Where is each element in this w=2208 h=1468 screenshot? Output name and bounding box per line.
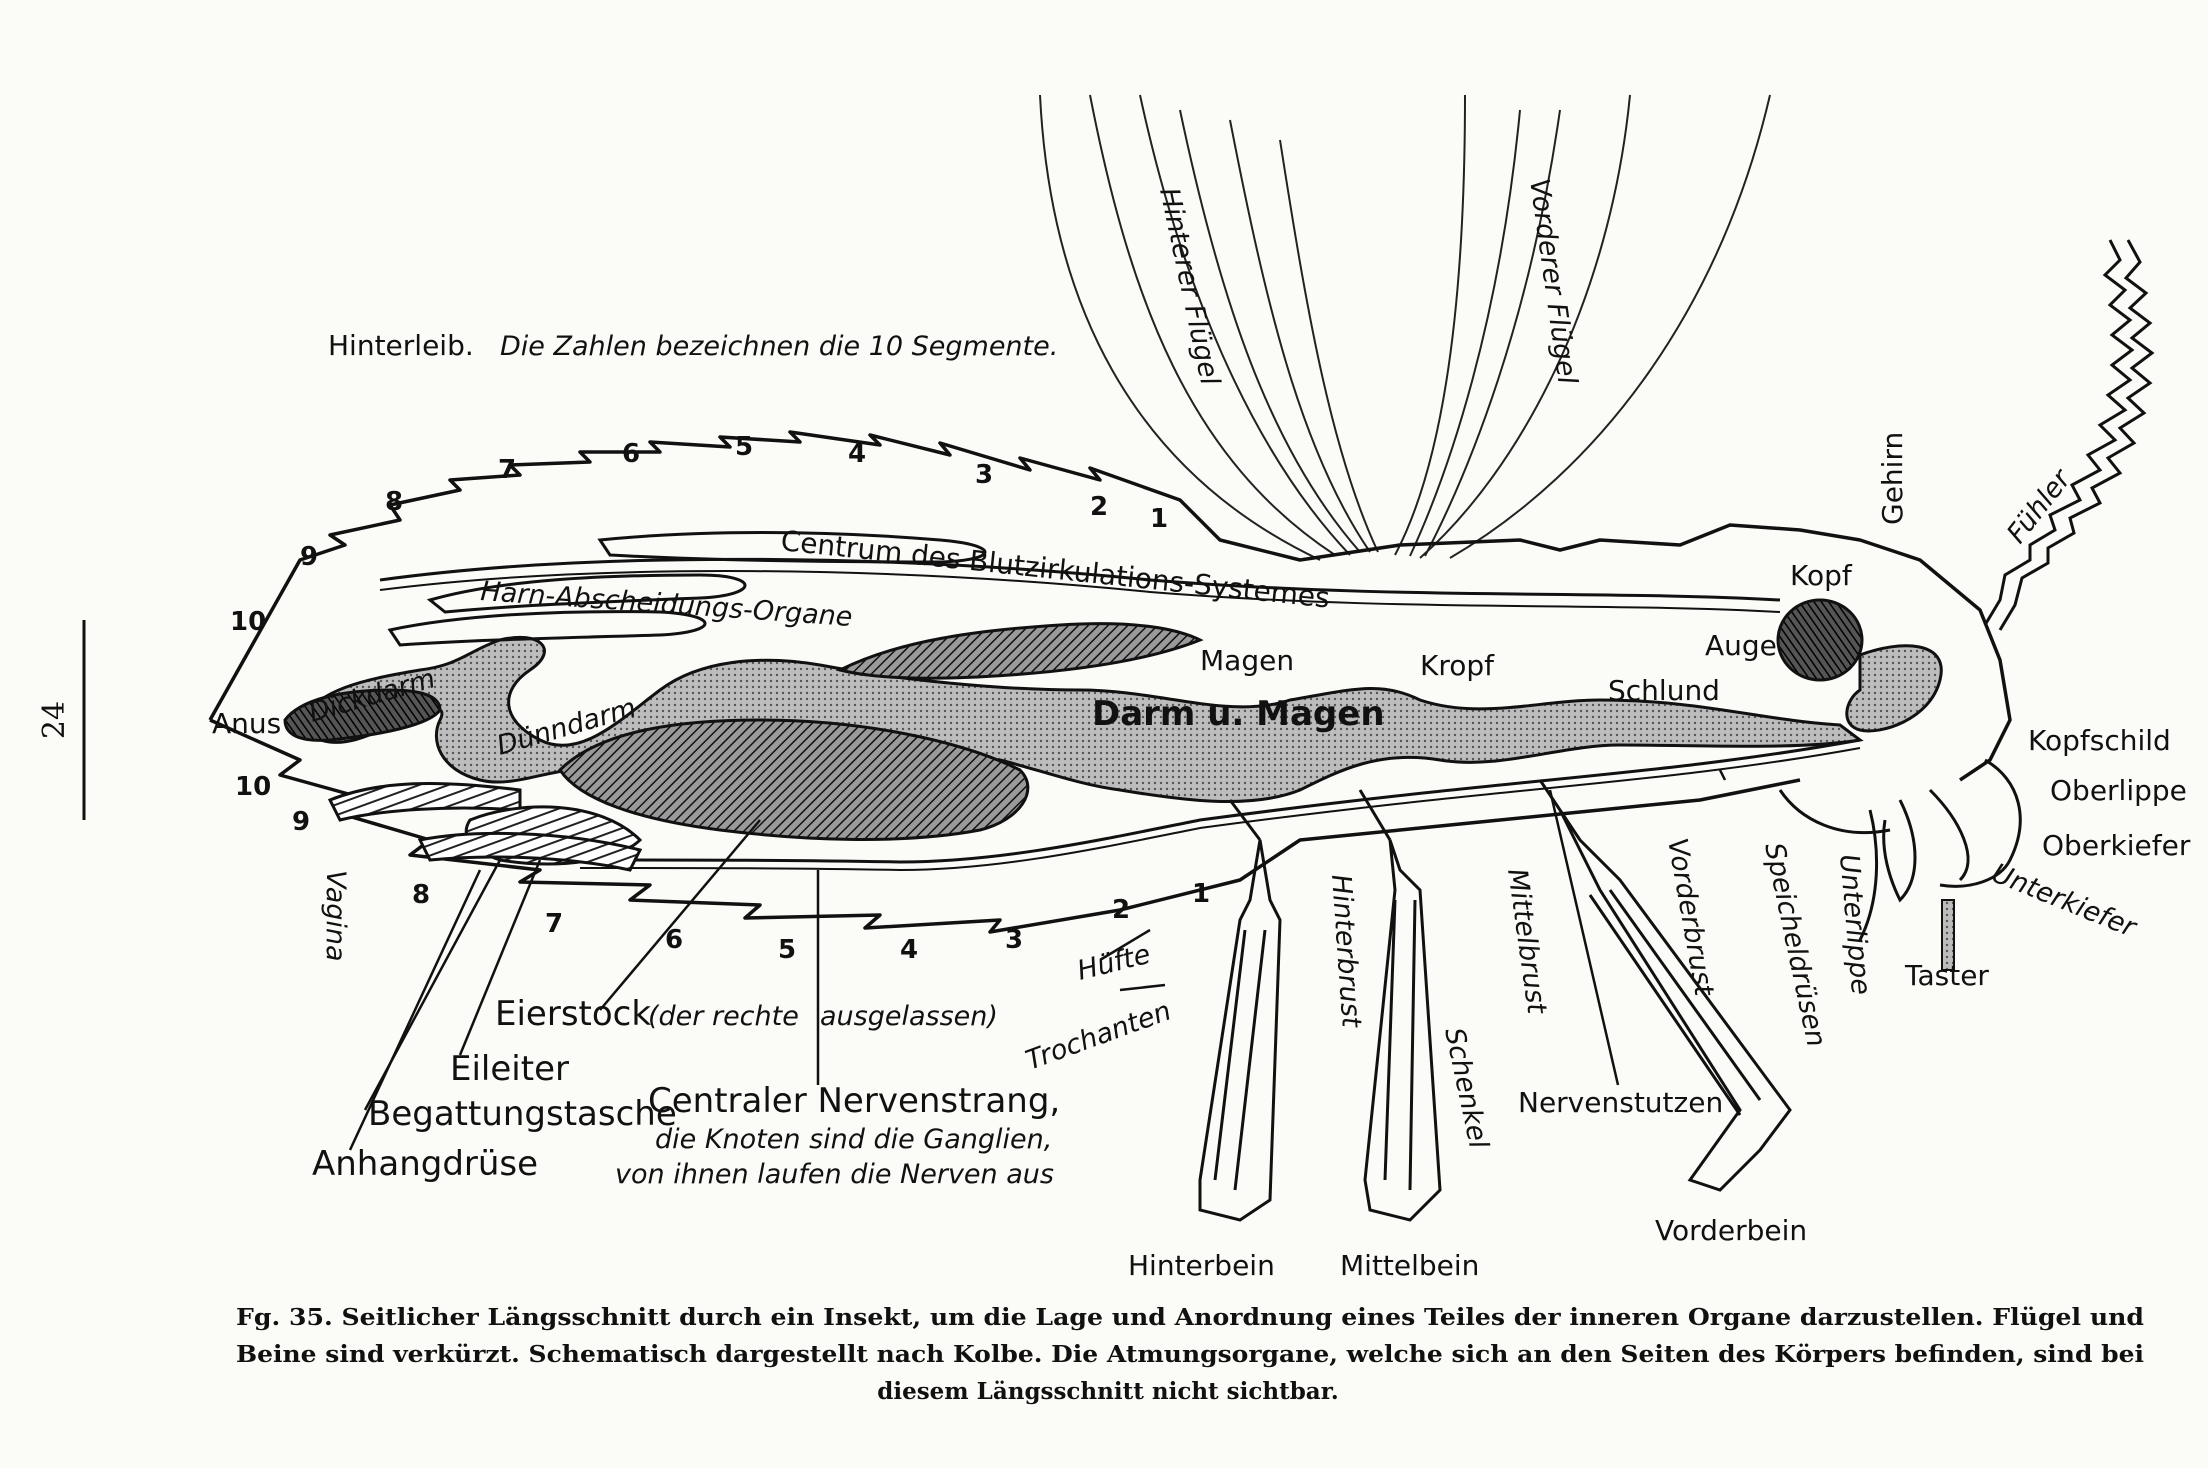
ovary bbox=[558, 718, 1030, 841]
nerve-note-1: die Knoten sind die Ganglien, bbox=[655, 1124, 1052, 1155]
mid-leg-label: Mittelbein bbox=[1340, 1249, 1479, 1282]
dorsal-seg-4: 4 bbox=[848, 439, 866, 469]
ventral-seg-1: 1 bbox=[1192, 879, 1210, 909]
genital-organs bbox=[327, 781, 643, 872]
eye-label: Auge bbox=[1705, 629, 1777, 662]
leader-lines bbox=[348, 769, 1727, 1151]
lower-lip-label: Unterlippe bbox=[1833, 853, 1876, 996]
page-number: 24 bbox=[37, 701, 72, 739]
palp-label: Taster bbox=[1904, 959, 1989, 992]
ventral-segments: 10 9 8 7 6 5 4 3 2 1 bbox=[235, 772, 1210, 965]
crop-label: Kropf bbox=[1420, 649, 1495, 682]
dorsal-seg-1: 1 bbox=[1150, 504, 1168, 534]
caption-line-3: diesem Längsschnitt nicht sichtbar. bbox=[877, 1378, 1338, 1405]
header-subtitle: Die Zahlen bezeichnen die 10 Segmente. bbox=[500, 331, 1058, 362]
ventral-seg-8: 8 bbox=[412, 880, 430, 910]
fore-leg bbox=[1558, 809, 1792, 1192]
ventral-seg-6: 6 bbox=[665, 925, 683, 955]
metathorax-label: Hinterbrust bbox=[1325, 873, 1367, 1029]
antenna bbox=[1983, 239, 2155, 631]
mid-leg bbox=[1363, 839, 1442, 1222]
eye bbox=[1776, 598, 1864, 682]
wings bbox=[1039, 94, 1771, 561]
ventral-seg-10: 10 bbox=[235, 772, 271, 802]
hind-wing-label: Hinterer Flügel bbox=[1153, 185, 1225, 388]
dorsal-seg-3: 3 bbox=[975, 460, 993, 490]
ventral-seg-4: 4 bbox=[900, 935, 918, 965]
ventral-seg-3: 3 bbox=[1005, 925, 1023, 955]
pouch-label: Begattungstasche bbox=[368, 1094, 677, 1134]
upper-lip-label: Oberlippe bbox=[2050, 774, 2187, 807]
nerve-note-2: von ihnen laufen die Nerven aus bbox=[615, 1159, 1054, 1190]
body-outline bbox=[208, 430, 2012, 934]
fore-wing-label: Vorderer Flügel bbox=[1523, 177, 1583, 387]
vagina-label: Vagina bbox=[320, 870, 351, 962]
gland-label: Anhangdrüse bbox=[312, 1144, 538, 1184]
ventral-seg-5: 5 bbox=[778, 935, 796, 965]
dorsal-seg-6: 6 bbox=[622, 439, 640, 469]
caption-line-1: Fg. 35. Seitlicher Längsschnitt durch ei… bbox=[236, 1304, 2144, 1331]
head-label: Kopf bbox=[1790, 559, 1853, 592]
ventral-seg-2: 2 bbox=[1112, 895, 1130, 925]
dorsal-seg-10: 10 bbox=[230, 607, 266, 637]
hind-wing-outline bbox=[1039, 94, 1351, 561]
ventral-outline bbox=[209, 718, 1801, 934]
dorsal-seg-8: 8 bbox=[385, 487, 403, 517]
blood-system-label: Centrum des Blutzirkulations-Systemes bbox=[779, 524, 1331, 614]
ventral-seg-7: 7 bbox=[545, 909, 563, 939]
mouthparts bbox=[1778, 758, 2022, 971]
dorsal-seg-5: 5 bbox=[735, 432, 753, 462]
gut-label: Darm u. Magen bbox=[1092, 694, 1385, 734]
caption-line-2: Beine sind verkürzt. Schematisch dargest… bbox=[236, 1341, 2144, 1368]
anus-label: Anus bbox=[212, 707, 281, 740]
dorsal-vessel bbox=[379, 557, 1781, 602]
header-title: Hinterleib. bbox=[328, 329, 474, 362]
salivary-label: Speicheldrüsen bbox=[1758, 840, 1831, 1050]
head-shield-label: Kopfschild bbox=[2028, 724, 2171, 757]
oviduct-label: Eileiter bbox=[450, 1049, 569, 1089]
dorsal-seg-9: 9 bbox=[300, 542, 318, 572]
large-intestine bbox=[283, 688, 442, 742]
brain bbox=[1845, 644, 1943, 733]
fore-leg-label: Vorderbein bbox=[1655, 1214, 1807, 1247]
fore-wing-outline bbox=[1394, 94, 1771, 559]
nerve-stem-label: Nervenstutzen bbox=[1518, 1086, 1723, 1119]
trochanter-label: Trochanten bbox=[1022, 995, 1175, 1076]
nerve-cord-label: Centraler Nervenstrang, bbox=[648, 1081, 1060, 1121]
nerve-cord bbox=[579, 738, 1861, 864]
coxa-label: Hüfte bbox=[1074, 939, 1153, 987]
urinary-organs-label: Harn-Abscheidungs-Organe bbox=[480, 576, 854, 633]
mesothorax-label: Mittelbrust bbox=[1501, 867, 1552, 1017]
ventral-seg-9: 9 bbox=[292, 807, 310, 837]
hind-leg-label: Hinterbein bbox=[1128, 1249, 1275, 1282]
dorsal-segments: 10 9 8 7 6 5 4 3 2 1 bbox=[230, 432, 1168, 637]
dorsal-outline bbox=[208, 430, 2012, 782]
stomach-label: Magen bbox=[1200, 644, 1294, 677]
brain-label: Gehirn bbox=[1876, 432, 1909, 525]
ovary-note-b: ausgelassen) bbox=[820, 1001, 998, 1032]
hind-leg bbox=[1198, 839, 1282, 1222]
mandible-label: Oberkiefer bbox=[2042, 829, 2191, 862]
dorsal-seg-2: 2 bbox=[1090, 492, 1108, 522]
dorsal-seg-7: 7 bbox=[498, 455, 516, 485]
pharynx-label: Schlund bbox=[1608, 674, 1720, 707]
ovary-note-a: (der rechte bbox=[648, 1001, 799, 1032]
ovary-label: Eierstock bbox=[495, 994, 651, 1034]
maxilla-label: Unterkiefer bbox=[1987, 858, 2141, 944]
femur-label: Schenkel bbox=[1438, 1025, 1494, 1152]
ovary-upper bbox=[835, 622, 1204, 680]
